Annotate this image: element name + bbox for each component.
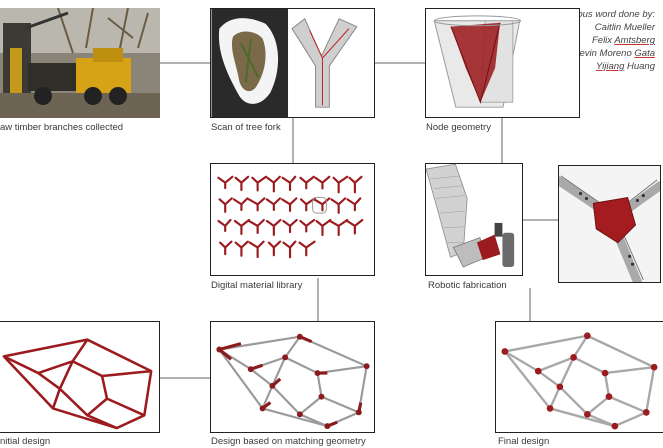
robotic-panel	[425, 163, 523, 276]
timber-photo-panel	[0, 8, 160, 118]
final-design-panel	[495, 321, 663, 433]
caption-node: Node geometry	[426, 122, 491, 133]
matching-panel	[210, 321, 375, 433]
caption-initial: nitial design	[0, 436, 50, 447]
branch-fork-glyph	[347, 198, 360, 210]
caption-matching: Design based on matching geometry	[211, 436, 366, 447]
branch-fork-glyph	[334, 177, 348, 193]
branch-fork-glyph	[267, 177, 280, 192]
caption-robotic: Robotic fabrication	[428, 280, 507, 291]
node-panel	[425, 8, 580, 118]
caption-scan: Scan of tree fork	[211, 122, 281, 133]
caption-library: Digital material library	[211, 280, 302, 291]
branch-fork-glyph	[283, 220, 296, 232]
branch-fork-glyph	[300, 177, 313, 189]
branch-fork-glyph	[282, 198, 296, 211]
timber-photo	[0, 8, 160, 118]
node-closeup-render	[559, 166, 660, 282]
branch-fork-glyph	[220, 242, 231, 255]
matching-design-render	[211, 322, 374, 432]
branch-fork-glyph	[331, 198, 345, 213]
caption-final: Final design	[498, 436, 549, 447]
robot-arm-render	[426, 164, 522, 275]
branch-fork-glyph	[249, 220, 264, 233]
final-design-render	[496, 322, 663, 432]
node-geometry	[426, 9, 579, 117]
branch-fork-glyph	[349, 177, 361, 192]
branch-fork-glyph	[316, 220, 330, 235]
initial-design-wireframe	[0, 322, 159, 432]
branch-fork-glyph	[267, 220, 280, 235]
branch-fork-glyph	[347, 220, 362, 234]
branch-fork-glyph	[300, 220, 314, 231]
initial-design-panel	[0, 321, 160, 433]
branch-fork-glyph	[269, 242, 280, 256]
tree-fork-scan	[211, 9, 374, 117]
branch-fork-glyph	[250, 242, 264, 258]
material-library-grid	[211, 164, 374, 275]
branch-fork-glyph	[283, 242, 295, 258]
branch-fork-glyph	[219, 220, 231, 231]
closeup-panel	[558, 165, 661, 283]
branch-fork-glyph	[314, 198, 329, 210]
branch-fork-glyph	[236, 242, 248, 256]
branch-fork-glyph	[300, 242, 315, 256]
branch-fork-glyph	[267, 198, 280, 210]
scan-panel	[210, 8, 375, 118]
branch-fork-glyph	[252, 177, 266, 191]
branch-fork-glyph	[218, 177, 232, 188]
branch-fork-glyph	[235, 220, 249, 234]
branch-fork-glyph	[283, 177, 296, 190]
branch-fork-glyph	[236, 177, 249, 190]
branch-fork-glyph	[315, 177, 329, 189]
branch-fork-glyph	[330, 220, 347, 235]
library-panel	[210, 163, 375, 276]
branch-fork-glyph	[234, 198, 248, 210]
branch-fork-glyph	[249, 198, 264, 210]
branch-fork-glyph	[220, 198, 232, 212]
caption-timber: aw timber branches collected	[0, 122, 123, 133]
